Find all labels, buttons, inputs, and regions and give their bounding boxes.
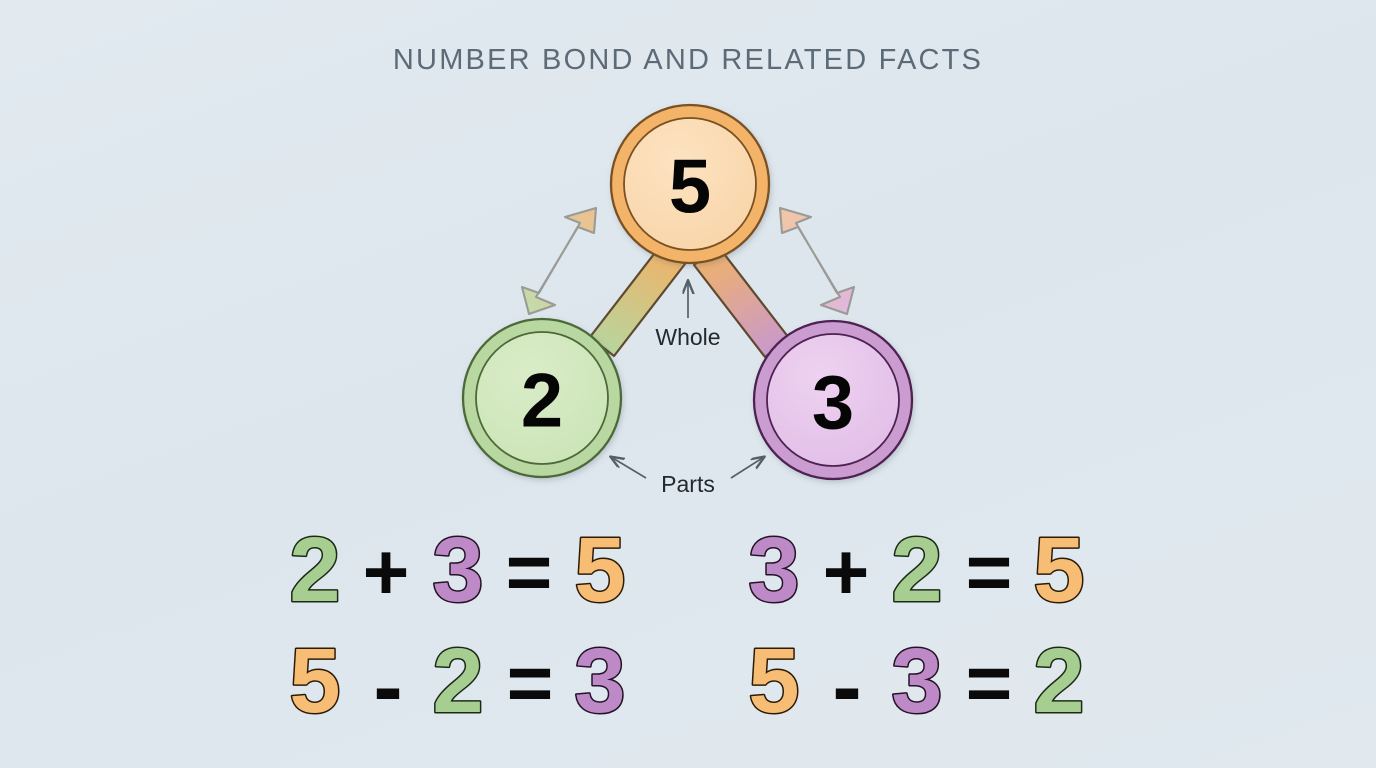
eq-add-1-term-1: + xyxy=(363,528,410,617)
eq-add-1-term-0: 2 xyxy=(289,519,340,621)
whole-circle-inner xyxy=(623,117,757,251)
page-title: NUMBER BOND AND RELATED FACTS xyxy=(392,44,984,76)
equation-add-1: 2 + 3 = 5 xyxy=(288,518,627,623)
eq-add-2-term-4: 5 xyxy=(1033,519,1084,621)
equation-sub-2: 5 - 3 = 2 xyxy=(747,629,1086,736)
eq-add-2-term-3: = xyxy=(966,528,1013,617)
eq-add-1-term-2: 3 xyxy=(432,519,483,621)
parts-annotation-arrow-left-icon xyxy=(611,457,647,479)
eq-add-2-term-1: + xyxy=(823,528,870,617)
parts-annotation-arrow-right-icon xyxy=(730,457,764,479)
whole-annotation: Whole xyxy=(655,281,721,350)
eq-add-2-term-2: 2 xyxy=(891,519,942,621)
eq-sub-2-term-3: = xyxy=(966,639,1013,728)
part-right-value: 3 xyxy=(812,361,854,446)
eq-sub-2-term-0: 5 xyxy=(748,630,799,732)
eq-sub-1-term-0: 5 xyxy=(289,630,340,732)
eq-sub-1-term-1: - xyxy=(373,637,402,736)
whole-circle[interactable] xyxy=(609,103,771,265)
part-left-inner xyxy=(475,331,609,465)
eq-add-1-term-3: = xyxy=(506,528,553,617)
whole-annotation-label: Whole xyxy=(655,324,720,350)
eq-sub-2-term-2: 3 xyxy=(891,630,942,732)
eq-sub-1-term-4: 3 xyxy=(574,630,625,732)
parts-annotation-label: Parts xyxy=(661,471,715,497)
part-circle-right[interactable] xyxy=(752,319,914,481)
part-left-value: 2 xyxy=(521,359,563,444)
part-circle-left[interactable] xyxy=(461,317,623,479)
part-right-inner xyxy=(766,333,900,467)
relationship-arrows xyxy=(520,206,856,316)
eq-sub-2-term-1: - xyxy=(832,637,861,736)
eq-sub-1-term-2: 2 xyxy=(432,630,483,732)
whole-circle-value: 5 xyxy=(669,145,711,230)
eq-sub-1-term-3: = xyxy=(507,639,554,728)
eq-add-1-term-4: 5 xyxy=(574,519,625,621)
eq-sub-2-term-4: 2 xyxy=(1033,630,1084,732)
eq-add-2-term-0: 3 xyxy=(748,519,799,621)
equation-add-2: 3 + 2 = 5 xyxy=(747,518,1086,623)
parts-annotation: Parts xyxy=(611,457,764,497)
equation-sub-1: 5 - 2 = 3 xyxy=(288,629,627,736)
double-arrow-right-icon xyxy=(778,206,856,316)
bond-connector-bars xyxy=(588,243,791,359)
double-arrow-left-icon xyxy=(520,206,598,316)
